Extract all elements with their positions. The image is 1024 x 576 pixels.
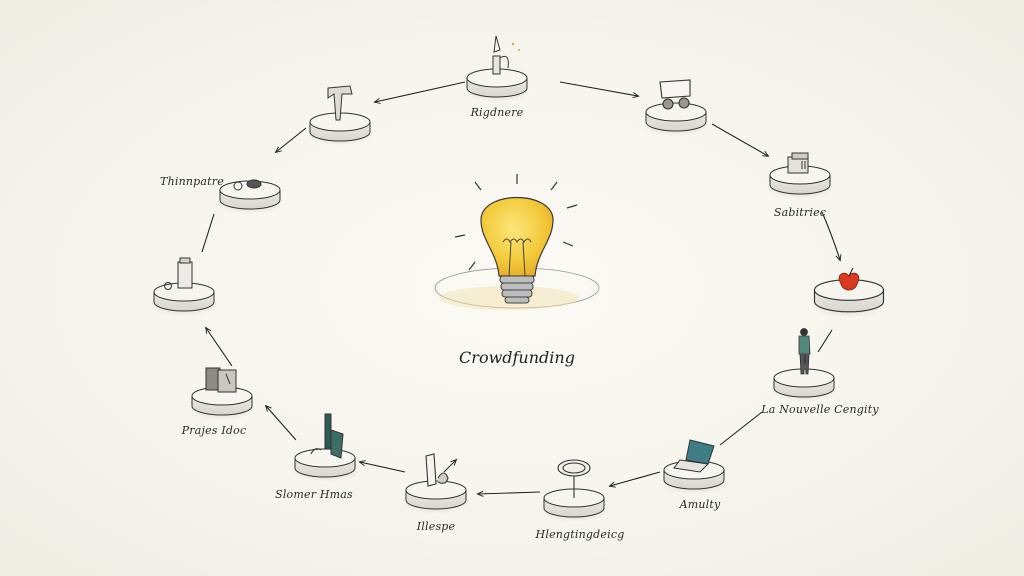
arrow [201,213,215,253]
person-icon [798,328,811,375]
node-label-bottom-right: Amulty [679,498,721,511]
fuel-can-icon [164,257,193,290]
arrow [817,329,833,353]
node-bottom-left [290,413,360,483]
node-label-left-lower: Prajes Idoc [181,424,247,437]
arrow [206,328,233,367]
magnifier-stand-icon [557,459,591,498]
node-bottom-center-left [401,453,471,515]
arrow [266,406,297,441]
clock-icon [233,179,262,191]
node-bottom-center-right [539,459,609,523]
arrow [360,462,406,473]
case-icon [205,367,237,393]
node-left-upper [215,179,285,215]
arrow [559,81,638,96]
arrow [719,411,763,446]
node-label-right-upper: Sabitriec [773,206,827,219]
arrow [711,123,768,156]
node-left-lower [187,367,257,421]
node-top-left [305,85,375,147]
node-label-bottom-center-left: Illespe [416,520,456,533]
node-label-top: Rigdnere [470,106,524,119]
apple-icon [838,267,860,291]
phone-stand-icon [425,453,456,487]
node-right [809,267,889,319]
arrow [610,471,661,486]
arrow [821,211,840,260]
node-label-bottom-left: Slomer Hmas [275,488,353,501]
arrow [478,492,541,494]
presentation-board-icon [659,79,691,110]
node-right-upper [765,152,835,200]
node-top-right [641,79,711,137]
node-right-lower [769,328,839,403]
green-panel-icon [310,413,344,459]
node-top [462,35,532,103]
node-label-right-lower: La Nouvelle Cengity [761,403,879,416]
lightbulb-icon [434,174,600,310]
node-left [149,257,219,317]
node-label-bottom-center-right: Hlengtingdeicg [535,528,625,541]
arrow [375,81,466,102]
box-icon [787,152,809,174]
node-bottom-right [659,439,729,495]
arrow [276,127,307,152]
node-label-left-upper: Thinnpatre [160,175,224,188]
cycle-arrows [201,81,840,494]
laptop-icon [673,439,715,473]
center-label: Crowdfunding [459,348,575,367]
microphone-icon [492,35,509,75]
seven-sculpture-icon [327,85,353,121]
